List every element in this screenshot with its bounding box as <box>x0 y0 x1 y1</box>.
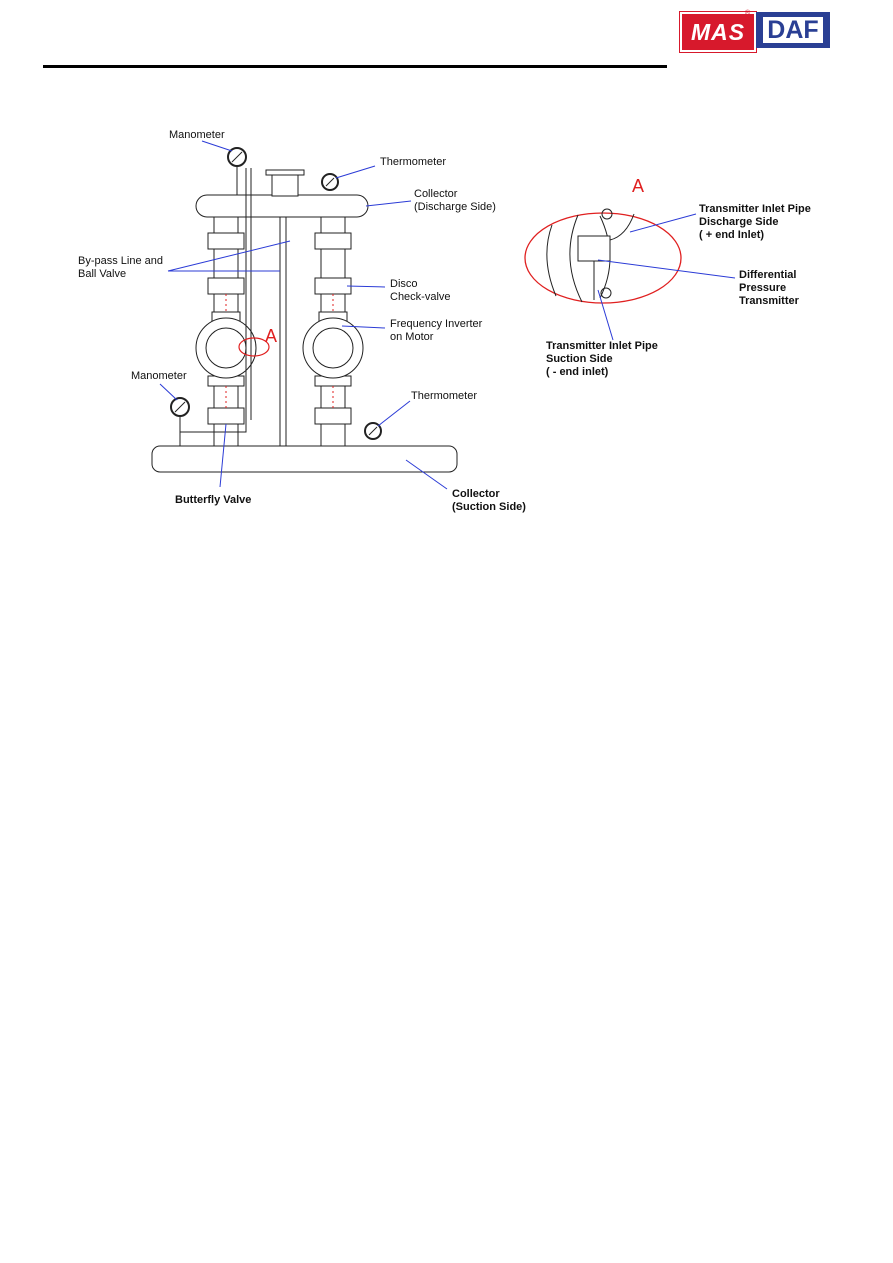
header-rule <box>43 65 667 68</box>
detail-a-title: A <box>632 176 645 196</box>
detail-a-ellipse <box>524 212 682 304</box>
bypass-label: By-pass Line and Ball Valve <box>78 255 163 280</box>
manometer-top-label: Manometer <box>169 129 225 141</box>
thermometer-top-label: Thermometer <box>380 156 447 168</box>
daf-logo: DAF <box>756 12 830 48</box>
discharge-collector <box>195 194 369 218</box>
detail-a-marker: A <box>265 326 278 346</box>
thermometer-bottom-label: Thermometer <box>411 390 478 402</box>
frequency-inverter-label: Frequency Inverter on Motor <box>390 318 483 343</box>
suction-collector <box>151 445 458 473</box>
manometer-bottom-label: Manometer <box>131 370 187 382</box>
butterfly-valve-label: Butterfly Valve <box>175 494 252 506</box>
registered-mark: ® <box>745 10 751 17</box>
detail-a-circle <box>238 337 270 357</box>
collector-suction-label: Collector (Suction Side) <box>452 488 526 513</box>
transmitter-suction-label: Transmitter Inlet Pipe Suction Side ( - … <box>546 340 658 378</box>
pump-station-diagram <box>151 140 736 490</box>
collector-discharge-label: Collector (Discharge Side) <box>414 188 496 213</box>
mas-logo: MAS <box>679 11 757 53</box>
transmitter-body <box>577 235 611 262</box>
disco-check-valve-label: Disco Check-valve <box>390 278 451 303</box>
transmitter-discharge-label: Transmitter Inlet Pipe Discharge Side ( … <box>699 203 811 241</box>
dpt-label: Differential Pressure Transmitter <box>739 269 799 307</box>
